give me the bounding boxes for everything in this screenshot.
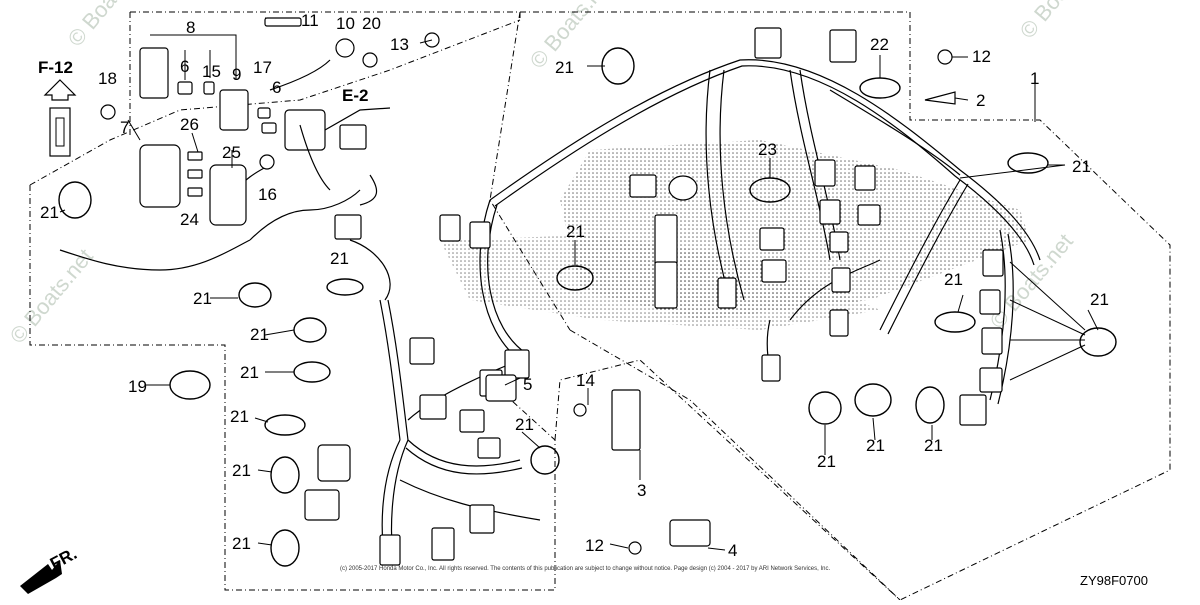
connectors [304,27,1004,566]
watermark: © Boats.net [525,0,618,73]
wire-bundle-left [269,59,391,206]
leader-lines [59,17,1099,551]
f12-reference [43,79,77,157]
outline-frames [29,11,1171,600]
front-arrow [20,560,62,594]
watermark: © Boats.net [5,244,98,348]
main-harness [59,59,1041,561]
watermark: © Boats.net [1015,0,1108,43]
watermark: © Boats.net [63,0,156,51]
upper-left-components [100,17,956,555]
